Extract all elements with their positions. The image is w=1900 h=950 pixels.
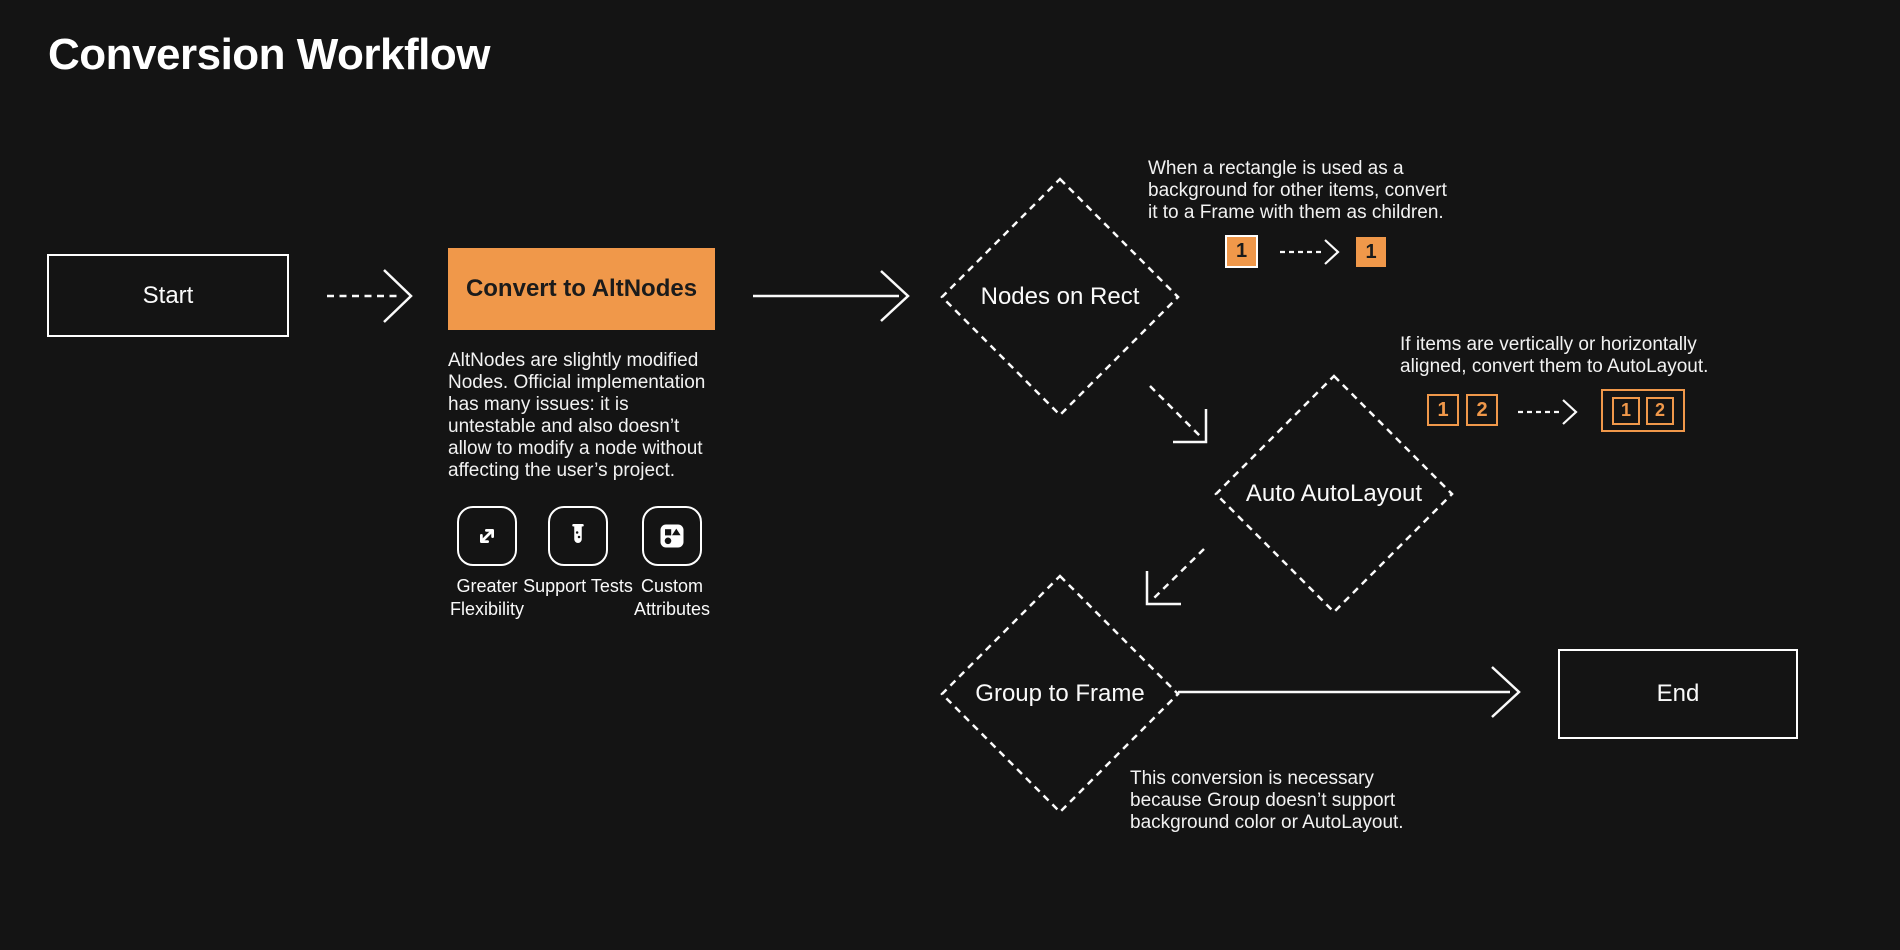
mini-frame-after-label: 1 (1365, 240, 1377, 263)
node-start: Start (47, 254, 289, 337)
group-annotation: This conversion is necessary because Gro… (1130, 768, 1404, 834)
diamond-auto-autolayout (1214, 374, 1454, 614)
node-start-label: Start (142, 281, 194, 309)
note-line: This conversion is necessary (1130, 768, 1374, 789)
shapes-icon (642, 506, 702, 566)
feature-custom-attributes: Custom Attributes (616, 506, 728, 621)
arrowhead-group-to-end (1491, 666, 1521, 718)
page-title: Conversion Workflow (48, 30, 490, 79)
mini-rect-before-label: 1 (1235, 240, 1248, 262)
feature-label: Greater Flexibility (449, 576, 524, 619)
arrowhead-rect-to-autolayout (1173, 409, 1208, 444)
node-group-to-frame-label: Group to Frame (975, 680, 1145, 707)
mini-autolayout-item-1: 1 (1612, 396, 1640, 425)
node-end: End (1558, 649, 1798, 739)
mini-frame-after: 1 (1356, 237, 1386, 267)
node-nodes-on-rect-label: Nodes on Rect (980, 283, 1140, 310)
mini-item-2: 2 (1466, 394, 1498, 426)
arrowhead-convert-to-rect (880, 270, 910, 322)
feature-greater-flexibility: Greater Flexibility (431, 506, 543, 621)
note-line: aligned, convert them to AutoLayout. (1400, 356, 1709, 377)
note-line: affecting the user’s project. (448, 460, 676, 481)
note-line: When a rectangle is used as a (1148, 158, 1404, 179)
note-line: AltNodes are slightly modified (448, 350, 699, 371)
note-line: background color or AutoLayout. (1130, 812, 1404, 833)
note-line: has many issues: it is (448, 394, 629, 415)
note-line: it to a Frame with them as children. (1148, 202, 1444, 223)
mini-item-1: 1 (1427, 394, 1459, 426)
arrowhead-autolayout-to-group (1145, 571, 1181, 606)
node-convert-label: Convert to AltNodes (465, 275, 698, 302)
diamond-nodes-on-rect (940, 177, 1180, 417)
mini-arrowhead-autolayout (1562, 399, 1578, 425)
arrowhead-start-to-convert (383, 269, 413, 323)
autolayout-annotation: If items are vertically or horizontally … (1400, 334, 1708, 378)
node-end-label: End (1656, 680, 1700, 707)
node-convert-to-altnodes: Convert to AltNodes (448, 248, 715, 330)
mini-rect-before: 1 (1225, 235, 1258, 268)
note-line: Nodes. Official implementation (448, 372, 706, 393)
expand-arrows-icon (457, 506, 517, 566)
node-auto-autolayout-label: Auto AutoLayout (1245, 480, 1423, 507)
mini-arrowhead-rect-to-frame (1324, 239, 1340, 265)
feature-label: Custom Attributes (633, 576, 711, 619)
rect-annotation: When a rectangle is used as a background… (1148, 158, 1447, 224)
test-tube-icon (548, 506, 608, 566)
feature-support-tests: Support Tests (522, 506, 634, 598)
note-line: background for other items, convert (1148, 180, 1447, 201)
mini-autolayout-frame: 1 2 (1601, 389, 1685, 432)
diamond-group-to-frame (940, 574, 1180, 814)
note-line: allow to modify a node without (448, 438, 703, 459)
note-line: If items are vertically or horizontally (1400, 334, 1697, 355)
mini-autolayout-item-2: 2 (1646, 396, 1674, 425)
altnodes-description: AltNodes are slightly modified Nodes. Of… (448, 350, 705, 482)
note-line: because Group doesn’t support (1130, 790, 1396, 811)
note-line: untestable and also doesn’t (448, 416, 680, 437)
feature-label: Support Tests (523, 576, 633, 596)
